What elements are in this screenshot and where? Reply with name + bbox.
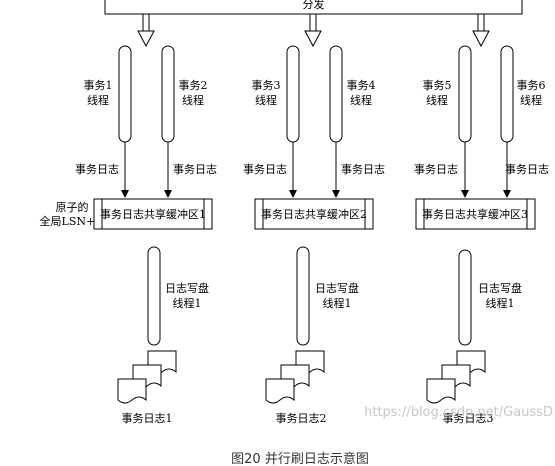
log-label: 事务日志 [243, 163, 287, 176]
writer-label: 线程1 [323, 296, 352, 310]
writer-label: 线程1 [173, 296, 202, 310]
thread-label: 线程 [255, 93, 277, 107]
shared-buffer-1 [93, 198, 213, 230]
writer-tube-2 [296, 246, 310, 346]
writer-label: 日志写盘 [478, 281, 522, 295]
thread-label: 线程 [350, 93, 372, 107]
thread-label: 事务4 [347, 79, 376, 92]
figure-caption: 图20 并行刷日志示意图 [231, 451, 369, 466]
dispatch-arrow-3 [472, 13, 490, 48]
lsn-label: 全局LSN++ [40, 214, 105, 228]
log-label: 事务日志 [75, 163, 119, 176]
buffer-label: 事务日志共享缓冲区3 [422, 207, 528, 221]
thread-label: 事务3 [252, 79, 281, 92]
dispatch-arrow-2 [304, 13, 322, 48]
writer-tube-3 [458, 249, 472, 346]
thread-tube-5 [458, 45, 472, 143]
thread-label: 事务1 [84, 79, 113, 92]
log-label: 事务日志 [341, 163, 385, 176]
shared-buffer-3 [415, 198, 536, 230]
writer-label: 日志写盘 [315, 281, 359, 295]
log-file-stack-3 [426, 350, 486, 404]
buffer-label: 事务日志共享缓冲区2 [261, 207, 367, 221]
group-3: 事务5 线程 事务6 线程 事务日志 事务日志 事务日志共享缓冲区3 日志写盘 … [414, 45, 549, 425]
thread-label: 事务5 [423, 79, 452, 92]
thread-label: 线程 [520, 93, 542, 107]
log-label: 事务日志 [173, 163, 217, 176]
thread-label: 线程 [182, 93, 204, 107]
thread-label: 事务2 [179, 79, 208, 92]
log-label: 事务日志 [414, 163, 458, 176]
shared-buffer-2 [254, 198, 374, 230]
buffer-label: 事务日志共享缓冲区1 [100, 207, 206, 221]
dispatch-label: 分发 [303, 0, 325, 11]
thread-label: 线程 [87, 93, 109, 107]
thread-tube-2 [161, 45, 175, 143]
thread-label: 事务6 [517, 79, 546, 92]
dispatch-arrow-1 [137, 13, 155, 48]
log-file-stack-1 [117, 350, 177, 404]
group-1: 事务1 线程 事务2 线程 事务日志 事务日志 原子的 全局LSN++ 事务日志… [40, 45, 217, 425]
writer-label: 线程1 [486, 296, 515, 310]
writer-label: 日志写盘 [165, 281, 209, 295]
thread-label: 线程 [426, 93, 448, 107]
log-file-label: 事务日志1 [122, 412, 173, 425]
log-file-label: 事务日志2 [276, 412, 327, 425]
writer-tube-1 [147, 246, 161, 346]
watermark: https://blog.csdn.net/GaussD [364, 405, 553, 420]
group-2: 事务3 线程 事务4 线程 事务日志 事务日志 事务日志共享缓冲区2 日志写盘 … [243, 45, 385, 425]
lsn-label: 原子的 [56, 200, 89, 214]
log-file-stack-2 [265, 350, 325, 404]
thread-tube-4 [329, 45, 343, 143]
log-label: 事务日志 [505, 163, 549, 176]
thread-tube-1 [118, 45, 132, 143]
log-file-label: 事务日志3 [443, 412, 494, 425]
thread-tube-6 [500, 45, 514, 143]
thread-tube-3 [286, 45, 300, 143]
